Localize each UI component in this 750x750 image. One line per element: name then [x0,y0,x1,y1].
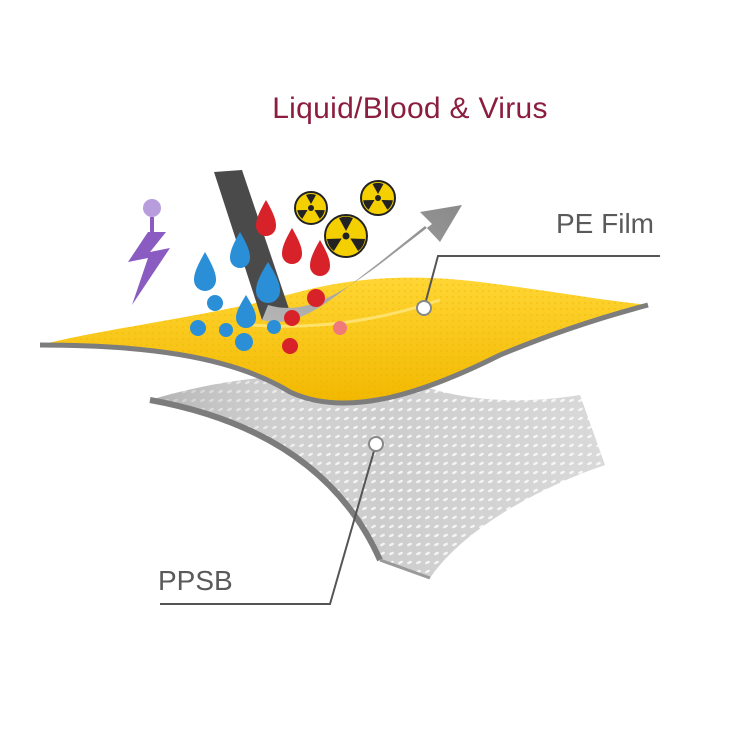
ppsb-layer [149,375,605,580]
radiation-hazard-icon [360,180,396,216]
hazard-icons [294,180,396,258]
blood-drop-icon [310,240,330,276]
pe-film-label: PE Film [556,208,654,239]
blood-droplet [333,321,347,335]
blood-drop-icon [256,200,276,236]
ppsb-label: PPSB [158,565,233,596]
blood-drop-icon [282,228,302,264]
water-droplet [267,320,281,334]
diagram-title: Liquid/Blood & Virus [272,92,548,125]
blood-droplet [307,289,325,307]
radiation-hazard-icon [324,214,368,258]
radiation-hazard-icon [294,191,328,225]
blood-droplet [282,338,298,354]
water-droplet [235,333,253,351]
ppsb-leader-line [160,436,384,605]
water-droplet [219,323,233,337]
static-charge-icon [128,199,170,305]
water-droplet [190,320,206,336]
blood-drops [256,200,347,354]
water-drops [190,232,281,351]
blood-droplet [284,310,300,326]
water-drop-icon [236,295,256,328]
water-droplet [207,295,223,311]
pe-film-leader-line [416,255,660,316]
water-drop-icon [256,262,280,303]
water-drop-icon [230,232,250,268]
water-drop-icon [194,252,216,291]
pe-film-layer [39,277,649,406]
